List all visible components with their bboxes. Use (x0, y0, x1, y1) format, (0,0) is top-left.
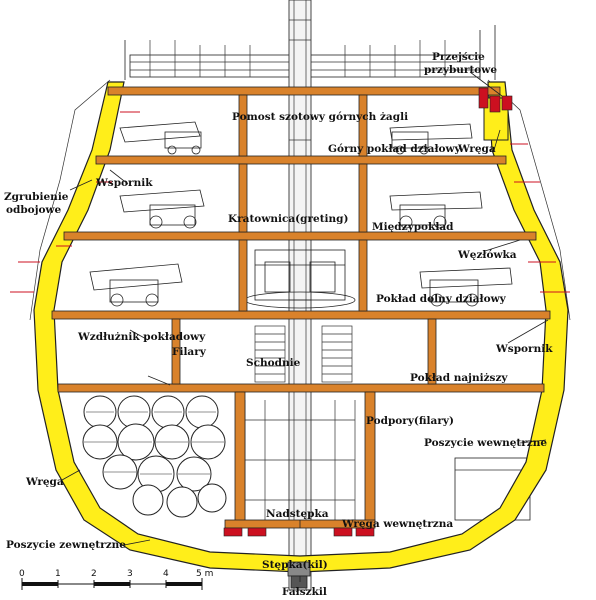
cannon-upper-left (119, 121, 202, 155)
deck-upper-gun (95, 155, 507, 165)
cannon-lower-left (89, 263, 183, 307)
label-stepka: Stępka(kil) (262, 559, 328, 571)
hull-planking (33, 81, 569, 573)
deck-orlop (57, 383, 545, 393)
label-kratownica: Kratownica(greting) (228, 213, 348, 225)
label-wzdluznik: Wzdłużnik pokładowy (77, 331, 206, 343)
rib-marks (10, 111, 570, 293)
label-falszkil: Fałszkil (282, 586, 327, 598)
label-nadstepka: Nadstępka (266, 508, 329, 520)
false-keel (290, 575, 308, 589)
part-labels: Przejście przyburtowe Pomost szotowy gór… (4, 51, 553, 598)
label-wrega-bottom: Wręga (25, 476, 64, 488)
barrels (82, 395, 227, 518)
label-poszycie-wew: Poszycie wewnętrzne (424, 437, 547, 449)
label-poklad-dolny: Pokład dolny działowy (376, 293, 507, 305)
capstan (244, 249, 356, 309)
deck-lower-gun (51, 310, 551, 320)
scale-bar: 0 1 2 3 4 5 m (19, 569, 213, 590)
deck-middle (63, 231, 537, 241)
deck-top (107, 86, 501, 96)
railing-stanchions (149, 40, 446, 77)
scale-tick-1: 1 (55, 569, 61, 579)
label-miedzypoklad: Międzypokład (372, 221, 454, 233)
label-wspornik-left: Wspornik (95, 177, 153, 189)
cannon-upper-right (389, 123, 473, 155)
label-wrega-wewnetrzna: Wręga wewnętrzna (341, 518, 453, 530)
scale-tick-0: 0 (19, 569, 25, 579)
label-pomost: Pomost szotowy górnych żagli (232, 111, 408, 123)
label-poszycie-zew: Poszycie zewnętrzne (6, 539, 126, 551)
main-mast (288, 0, 312, 591)
scale-tick-5: 5 m (196, 569, 213, 579)
cannon-middle-left (119, 189, 205, 229)
stairs (254, 325, 353, 383)
label-przejscie-2: przyburtowe (424, 64, 497, 76)
scale-tick-4: 4 (163, 569, 169, 579)
label-gorny-poklad: Górny pokład działowy (328, 143, 462, 155)
cannon-middle-right (389, 191, 483, 229)
label-filary: Filary (172, 346, 207, 358)
scale-tick-3: 3 (127, 569, 133, 579)
label-zgrubienie-1: Zgrubienie (4, 191, 69, 203)
label-podpory: Podpory(filary) (366, 415, 454, 427)
cannon-lower-right (419, 267, 513, 307)
label-poklad-najnizszy: Pokład najniższy (410, 372, 508, 384)
label-przejscie-1: Przejście (432, 51, 485, 63)
label-wrega-top: Wręga (457, 143, 496, 155)
label-schodnie: Schodnie (246, 357, 301, 369)
label-wspornik-right: Wspornik (495, 343, 553, 355)
leader-lines (61, 71, 549, 582)
label-zgrubienie-2: odbojowe (6, 204, 62, 216)
deck-beams (51, 86, 551, 393)
scale-tick-2: 2 (91, 569, 97, 579)
label-wezlowka: Węzłówka (457, 249, 517, 261)
deck-knees (223, 87, 513, 537)
